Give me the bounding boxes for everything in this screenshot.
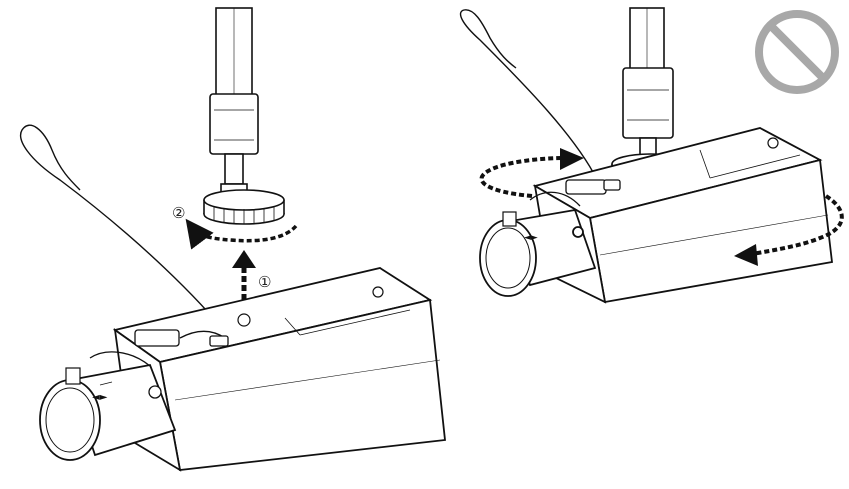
right-safety-wire [459, 9, 601, 187]
right-rotation-arrowhead-top [560, 148, 584, 170]
left-lift-arrowhead [232, 250, 256, 268]
svg-text:◄►: ◄► [524, 233, 538, 243]
prohibited-icon [755, 10, 839, 94]
right-rotation-arrowhead-bottom [734, 244, 758, 266]
svg-text:◄►: ◄► [92, 392, 108, 403]
step-2-label: ② [172, 204, 185, 222]
right-scene: ◄► [459, 7, 844, 304]
right-camera-body [532, 127, 833, 304]
right-rotation-arrow-bottom [751, 194, 844, 256]
step-1-label: ① [258, 273, 271, 291]
right-camera-lens: ◄► [479, 208, 597, 297]
right-mount-pole [622, 7, 674, 161]
left-mount-pole [209, 7, 259, 193]
left-safety-wire [20, 124, 231, 339]
left-cable-connector [89, 329, 229, 399]
left-screw-knob [203, 189, 285, 225]
left-camera-lens: ◄► [39, 363, 177, 461]
left-rotation-arrow [185, 218, 298, 250]
left-camera-body [112, 267, 446, 472]
right-rotation-arrow-top [479, 156, 566, 198]
left-scene: ② ① ◄► [20, 7, 446, 472]
right-cable-connector [529, 179, 621, 207]
